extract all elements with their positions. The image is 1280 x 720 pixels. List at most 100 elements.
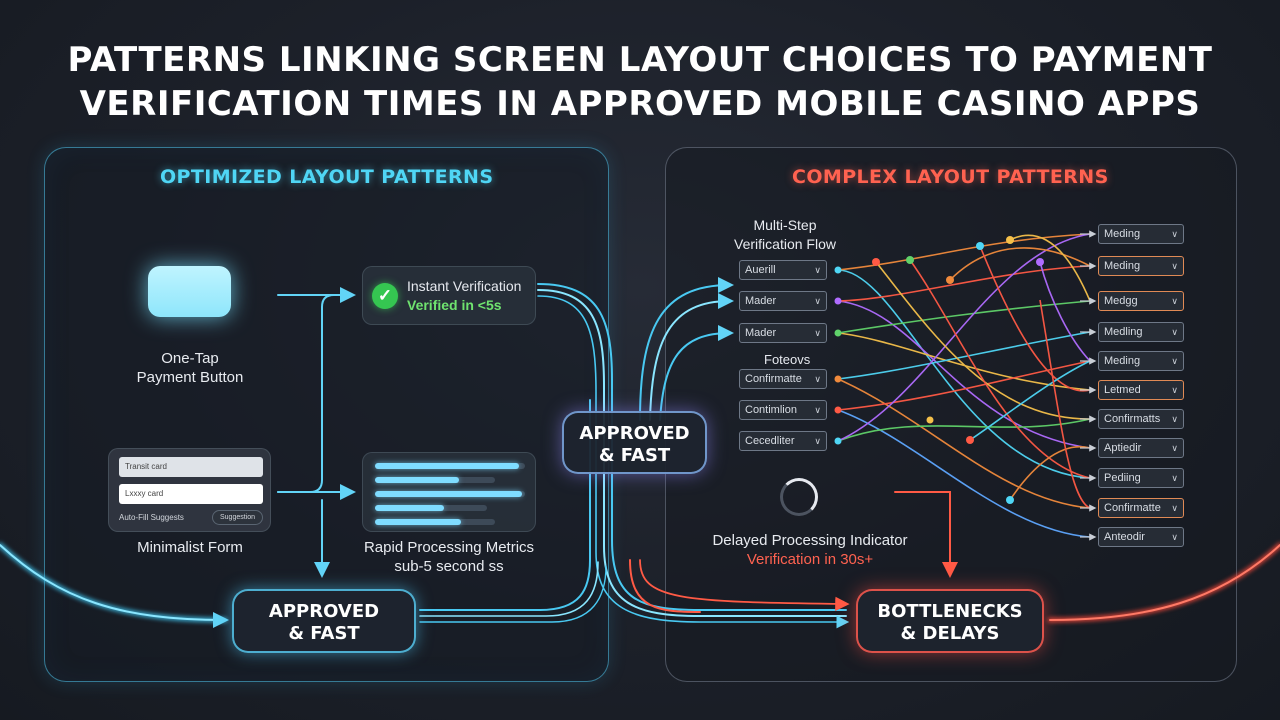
instant-verification-title: Instant Verification bbox=[407, 278, 522, 294]
chevron-down-icon: ∨ bbox=[814, 328, 821, 338]
delayed-label-line-2: Verification in 30s+ bbox=[746, 551, 874, 568]
metric-bar-fill bbox=[375, 505, 445, 511]
one-tap-payment-button[interactable] bbox=[148, 266, 231, 317]
metric-bar-fill bbox=[375, 463, 519, 469]
dropdown-value: Mader bbox=[745, 327, 777, 339]
chevron-down-icon: ∨ bbox=[1171, 443, 1178, 453]
step-dropdown[interactable]: Auerill ∨ bbox=[739, 260, 827, 280]
dropdown-value: Cecedliter bbox=[745, 435, 795, 447]
metric-bar bbox=[375, 505, 487, 511]
page-title: PATTERNS LINKING SCREEN LAYOUT CHOICES T… bbox=[0, 38, 1280, 126]
status-dropdown[interactable]: Letmed ∨ bbox=[1098, 380, 1184, 400]
bottleneck-line-1: BOTTLENECKS bbox=[877, 601, 1023, 622]
status-dropdown[interactable]: Confirmatte ∨ bbox=[1098, 498, 1184, 518]
step-dropdown[interactable]: Contimlion ∨ bbox=[739, 400, 827, 420]
chevron-down-icon: ∨ bbox=[1171, 296, 1178, 306]
chevron-down-icon: ∨ bbox=[1171, 473, 1178, 483]
dropdown-value: Mader bbox=[745, 295, 777, 307]
dropdown-value: Anteodir bbox=[1104, 531, 1145, 543]
metric-bar bbox=[375, 491, 525, 497]
flow-label-line-1: Multi-Step bbox=[753, 217, 817, 233]
status-dropdown[interactable]: Confirmatts ∨ bbox=[1098, 409, 1184, 429]
chevron-down-icon: ∨ bbox=[1171, 229, 1178, 239]
status-dropdown[interactable]: Medling ∨ bbox=[1098, 322, 1184, 342]
loading-spinner-icon bbox=[780, 478, 818, 516]
status-dropdown[interactable]: Aptiedir ∨ bbox=[1098, 438, 1184, 458]
dropdown-value: Meding bbox=[1104, 355, 1141, 367]
chevron-down-icon: ∨ bbox=[1171, 356, 1178, 366]
one-tap-label-line-2: Payment Button bbox=[136, 369, 244, 386]
metrics-label-line-2: sub-5 second ss bbox=[394, 558, 504, 575]
dropdown-value: Pediing bbox=[1104, 472, 1141, 484]
dropdown-value: Confirmatte bbox=[1104, 502, 1161, 514]
outcome-line-2: & FAST bbox=[288, 623, 360, 644]
chevron-down-icon: ∨ bbox=[1171, 385, 1178, 395]
dropdown-value: Medgg bbox=[1104, 295, 1138, 307]
status-dropdown[interactable]: Meding ∨ bbox=[1098, 224, 1184, 244]
processing-metrics-card bbox=[362, 452, 536, 532]
multi-step-flow-label: Multi-Step Verification Flow bbox=[715, 216, 855, 254]
chevron-down-icon: ∨ bbox=[1171, 327, 1178, 337]
dropdown-value: Letmed bbox=[1104, 384, 1141, 396]
dropdown-value: Contimlion bbox=[745, 404, 797, 416]
chevron-down-icon: ∨ bbox=[814, 296, 821, 306]
minimalist-form: Transit card Lxxxy card Auto-Fill Sugges… bbox=[108, 448, 271, 532]
step-dropdown[interactable]: Cecedliter ∨ bbox=[739, 431, 827, 451]
step-dropdown[interactable]: Mader ∨ bbox=[739, 291, 827, 311]
card-field-2[interactable]: Lxxxy card bbox=[119, 484, 263, 504]
center-outcome-line-1: APPROVED bbox=[579, 423, 690, 444]
status-dropdown[interactable]: Pediing ∨ bbox=[1098, 468, 1184, 488]
dropdown-value: Meding bbox=[1104, 228, 1141, 240]
section-label: Foteovs bbox=[764, 352, 811, 367]
approved-fast-outcome-center: APPROVED & FAST bbox=[562, 411, 707, 474]
dropdown-value: Confirmatts bbox=[1104, 413, 1161, 425]
suggestion-button[interactable]: Suggestion bbox=[212, 510, 263, 525]
optimized-panel-title: OPTIMIZED LAYOUT PATTERNS bbox=[160, 166, 494, 188]
title-line-1: PATTERNS LINKING SCREEN LAYOUT CHOICES T… bbox=[67, 40, 1213, 80]
status-dropdown[interactable]: Meding ∨ bbox=[1098, 256, 1184, 276]
center-outcome-line-2: & FAST bbox=[598, 445, 671, 466]
status-dropdown[interactable]: Anteodir ∨ bbox=[1098, 527, 1184, 547]
chevron-down-icon: ∨ bbox=[1171, 414, 1178, 424]
complex-panel-title: COMPLEX LAYOUT PATTERNS bbox=[792, 166, 1109, 188]
metric-bar bbox=[375, 463, 525, 469]
one-tap-label-line-1: One-Tap bbox=[161, 350, 219, 367]
approved-fast-outcome-left: APPROVED & FAST bbox=[232, 589, 416, 653]
metric-bar-fill bbox=[375, 519, 462, 525]
metric-bar bbox=[375, 519, 495, 525]
one-tap-label: One-Tap Payment Button bbox=[110, 349, 270, 387]
card-field-1[interactable]: Transit card bbox=[119, 457, 263, 477]
delayed-label-line-1: Delayed Processing Indicator bbox=[712, 532, 908, 549]
step-dropdown[interactable]: Confirmatte∨ bbox=[739, 369, 827, 389]
autofill-label: Auto-Fill Suggests bbox=[119, 513, 184, 522]
dropdown-value: Confirmatte bbox=[745, 373, 802, 385]
metric-bar bbox=[375, 477, 495, 483]
title-line-2: VERIFICATION TIMES IN APPROVED MOBILE CA… bbox=[79, 84, 1201, 124]
metrics-label-line-1: Rapid Processing Metrics bbox=[363, 539, 535, 556]
bottleneck-line-2: & DELAYS bbox=[900, 623, 1000, 644]
status-dropdown[interactable]: Meding ∨ bbox=[1098, 351, 1184, 371]
step-dropdown[interactable]: Mader ∨ bbox=[739, 323, 827, 343]
flow-label-line-2: Verification Flow bbox=[734, 236, 836, 252]
delayed-processing-label: Delayed Processing Indicator Verificatio… bbox=[690, 531, 930, 569]
dropdown-value: Aptiedir bbox=[1104, 442, 1142, 454]
chevron-down-icon: ∨ bbox=[1171, 503, 1178, 513]
check-icon: ✓ bbox=[372, 283, 398, 309]
dropdown-value: Auerill bbox=[745, 264, 776, 276]
metric-bar-fill bbox=[375, 477, 459, 483]
chevron-down-icon: ∨ bbox=[814, 436, 821, 446]
minimalist-form-caption: Minimalist Form bbox=[137, 539, 243, 556]
chevron-down-icon: ∨ bbox=[814, 405, 821, 415]
metrics-label: Rapid Processing Metrics sub-5 second ss bbox=[345, 538, 553, 576]
verified-time: Verified in <5s bbox=[407, 297, 502, 313]
status-dropdown[interactable]: Medgg ∨ bbox=[1098, 291, 1184, 311]
metric-bar-fill bbox=[375, 491, 522, 497]
chevron-down-icon: ∨ bbox=[1171, 532, 1178, 542]
outcome-line-1: APPROVED bbox=[268, 601, 380, 622]
bottlenecks-delays-outcome: BOTTLENECKS & DELAYS bbox=[856, 589, 1044, 653]
dropdown-value: Medling bbox=[1104, 326, 1143, 338]
dropdown-value: Meding bbox=[1104, 260, 1141, 272]
chevron-down-icon: ∨ bbox=[1171, 261, 1178, 271]
chevron-down-icon: ∨ bbox=[814, 265, 821, 275]
